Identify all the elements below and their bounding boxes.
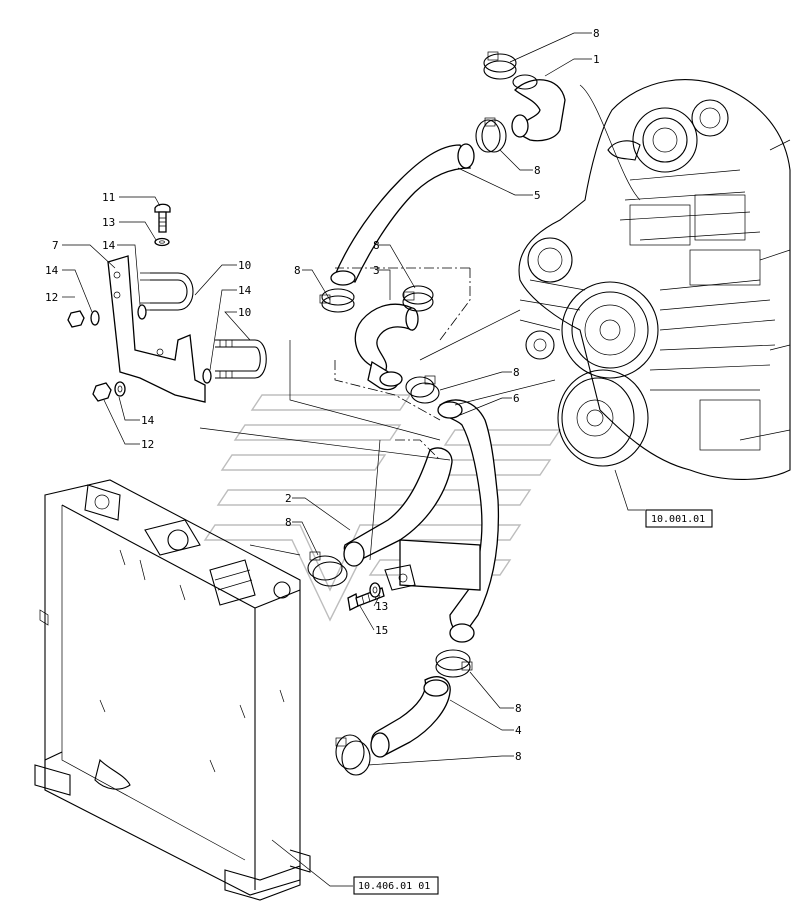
leader-lines <box>62 32 645 887</box>
pipe-2 <box>343 447 481 591</box>
callout-12-bottom: 12 <box>141 438 154 451</box>
engine-assembly <box>518 79 791 481</box>
callout-8-right: 8 <box>513 366 520 379</box>
washer-14-lower-u <box>202 368 212 384</box>
hose-clamp-top <box>483 51 517 80</box>
washer-13-lower <box>369 582 381 598</box>
reference-radiator: 10.406.01 01 <box>353 876 439 895</box>
callout-14-left: 14 <box>45 264 59 277</box>
callout-10-upper: 10 <box>238 259 251 272</box>
washer-14-upper-u <box>137 304 147 320</box>
nut-12-bottom <box>92 382 112 402</box>
callout-3: 3 <box>373 264 380 277</box>
callout-7: 7 <box>52 239 59 252</box>
alignment-lines <box>199 267 556 561</box>
callout-8-bottom: 8 <box>515 750 522 763</box>
callout-8-pipe: 8 <box>285 516 292 529</box>
reference-engine: 10.001.01 <box>645 509 713 528</box>
callout-13-upper: 13 <box>102 216 115 229</box>
callout-1: 1 <box>593 53 600 66</box>
callout-10-lower: 10 <box>238 306 251 319</box>
hose-clamp-2 <box>307 551 348 587</box>
bracket-assembly <box>107 255 206 403</box>
hose-clamp-5-bottom <box>319 288 355 313</box>
hose-6 <box>437 399 500 643</box>
callout-2: 2 <box>285 492 292 505</box>
hose-clamp-5-top <box>475 117 507 153</box>
callout-8-lower: 8 <box>515 702 522 715</box>
reference-radiator-label: 10.406.01 01 <box>358 881 430 892</box>
callout-13-lower: 13 <box>375 600 388 613</box>
callout-12-left: 12 <box>45 291 58 304</box>
washer-14-bottom <box>114 381 126 397</box>
callout-8-mid-left: 8 <box>294 264 301 277</box>
watermark-logo <box>203 394 562 622</box>
callout-8-mid: 8 <box>373 239 380 252</box>
callout-4: 4 <box>515 724 522 737</box>
nut-12-left <box>67 310 85 328</box>
reference-engine-label: 10.001.01 <box>651 514 705 525</box>
u-bolt-10-lower <box>215 339 267 379</box>
radiator-assembly <box>34 479 311 901</box>
hose-clamp-3-top <box>402 285 434 312</box>
callout-5: 5 <box>534 189 541 202</box>
callout-6: 6 <box>513 392 520 405</box>
hose-clamp-4-top <box>435 649 473 678</box>
hose-clamp-4-bottom <box>335 734 371 776</box>
callout-15: 15 <box>375 624 388 637</box>
washer-14-left <box>90 310 100 326</box>
bolt-11 <box>154 203 171 233</box>
callout-14-upper: 14 <box>102 239 116 252</box>
washer-13-upper <box>154 237 170 247</box>
callout-8-top: 8 <box>593 27 600 40</box>
callout-14-bottom: 14 <box>141 414 155 427</box>
hose-4 <box>370 676 451 758</box>
callout-11: 11 <box>102 191 115 204</box>
callout-14-right: 14 <box>238 284 252 297</box>
hose-clamp-3-bottom <box>405 375 440 404</box>
callout-8-upper: 8 <box>534 164 541 177</box>
hose-5 <box>330 143 475 286</box>
callout-labels: 8 1 8 5 11 13 7 14 14 10 12 14 10 14 12 … <box>45 27 600 763</box>
u-bolt-10-upper <box>140 272 194 311</box>
hose-3 <box>354 303 419 391</box>
hose-1 <box>511 74 566 142</box>
